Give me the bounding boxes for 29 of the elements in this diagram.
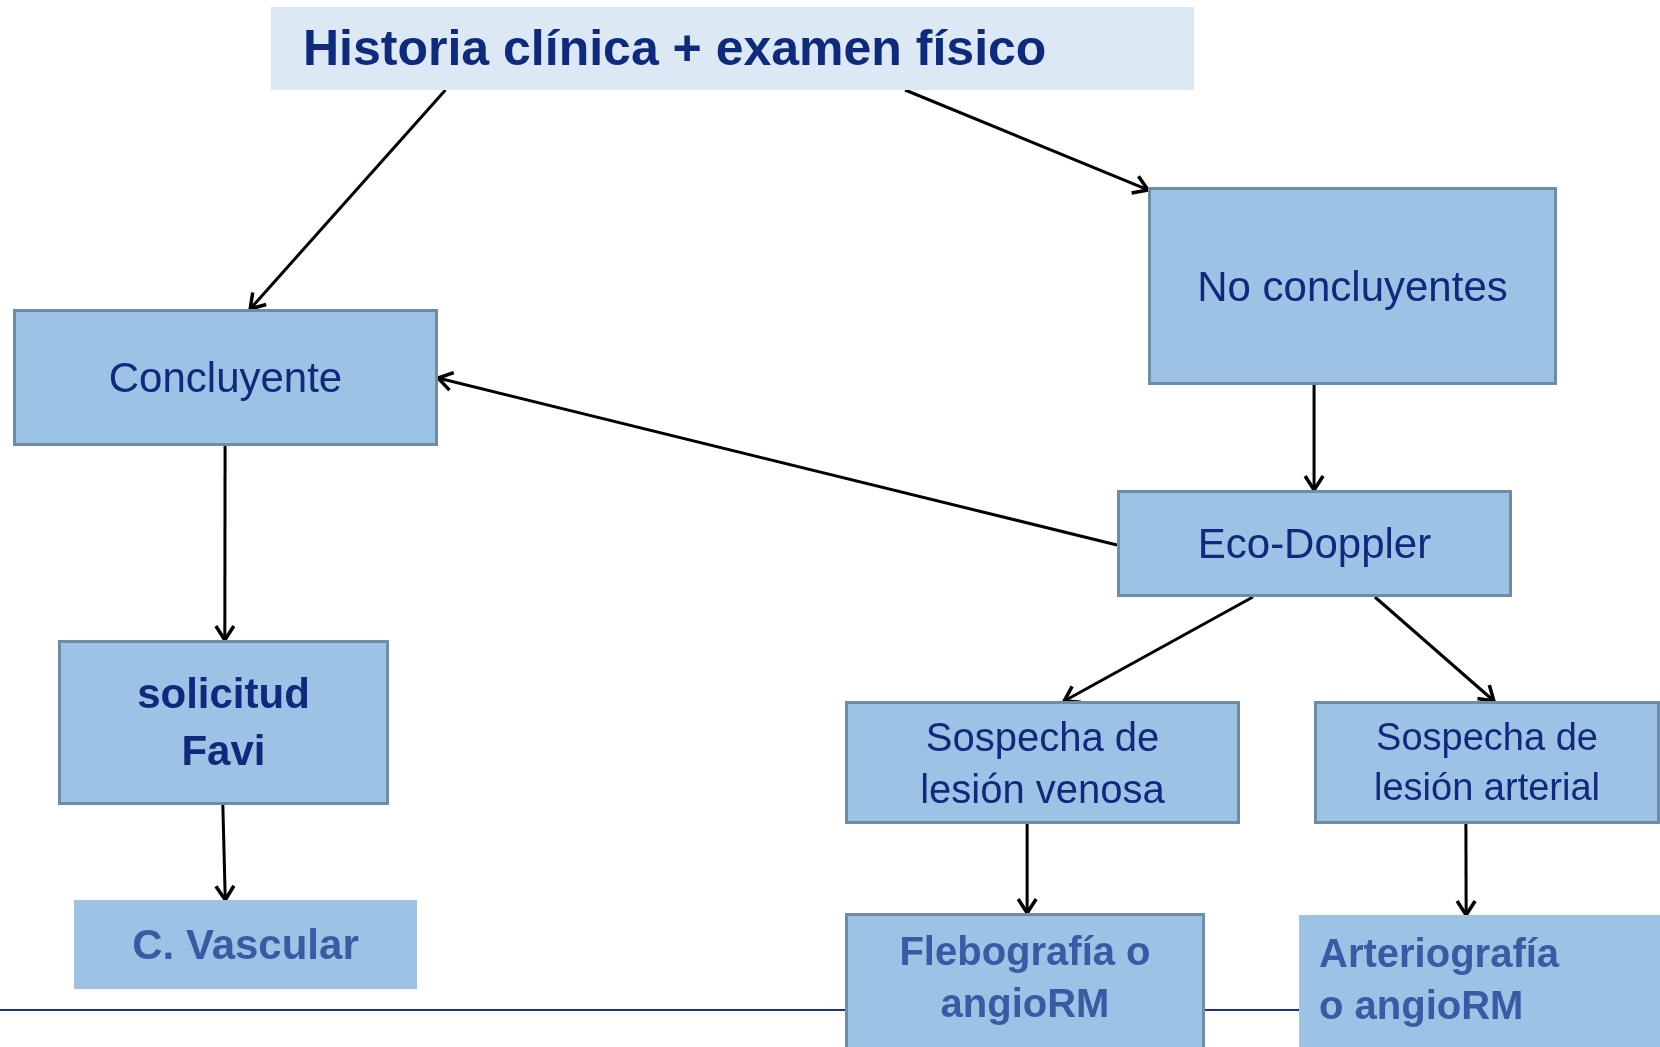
process-box: [1299, 915, 1660, 1047]
arrow: [436, 370, 1118, 547]
arrow: [904, 88, 1150, 195]
process-box: [845, 701, 1240, 824]
box-label: solicitud Favi: [136, 668, 311, 776]
box-label: Eco-Doppler: [1197, 519, 1432, 569]
box-label: Sospecha de lesión arterial: [1373, 715, 1601, 810]
process-box: [271, 7, 1194, 90]
box-label: Flebografía o angioRM: [898, 928, 1152, 1027]
process-box: [1314, 701, 1660, 824]
process-box: [58, 640, 389, 805]
arrow: [1303, 385, 1325, 492]
arrow: [214, 446, 236, 642]
box-label: No concluyentes: [1197, 261, 1508, 312]
process-box: [845, 913, 1205, 1047]
arrow: [214, 804, 236, 902]
box-label: Arteriografía o angioRM: [1318, 930, 1561, 1029]
box-label: Concluyente: [108, 353, 343, 403]
arrow: [1455, 824, 1477, 917]
box-label: C. Vascular: [132, 920, 359, 970]
box-label: Sospecha de lesión venosa: [919, 713, 1166, 813]
box-label: Historia clínica + examen físico: [302, 19, 1047, 78]
arrow: [1373, 595, 1496, 703]
process-box: [74, 900, 417, 989]
process-box: [13, 309, 438, 446]
process-box: [1148, 187, 1557, 385]
process-box: [1117, 490, 1512, 597]
arrow: [1016, 824, 1038, 915]
arrow: [248, 89, 447, 311]
